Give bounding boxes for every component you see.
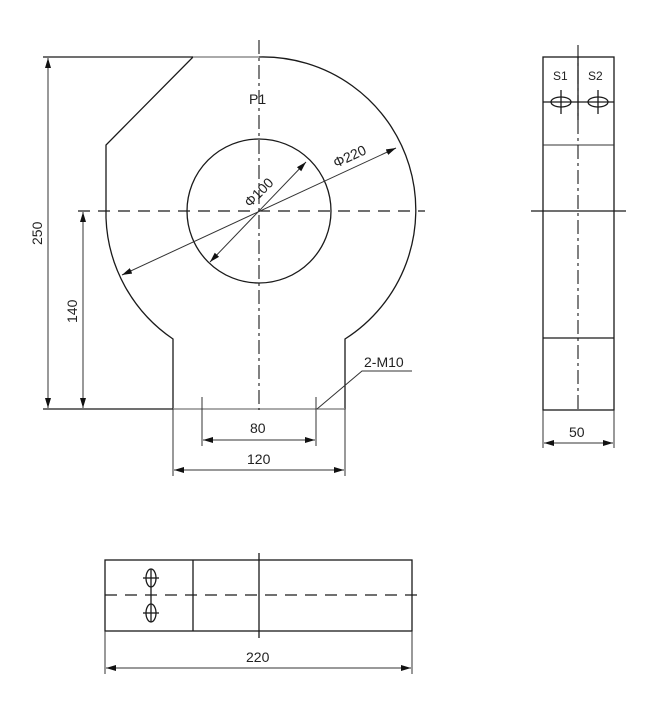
- outer-diameter-label: Φ220: [331, 142, 369, 171]
- dim-80-label: 80: [250, 420, 266, 436]
- terminal-s1-icon: [543, 90, 578, 114]
- terminal-s2-label: S2: [588, 69, 603, 83]
- front-outline: [105, 56, 417, 410]
- side-view: S1 S2 50: [531, 45, 626, 448]
- inner-diameter-leader: [209, 161, 307, 263]
- top-terminal-lower-icon: [143, 595, 159, 623]
- top-terminal-upper-icon: [143, 568, 159, 595]
- top-view: 220: [104, 553, 424, 674]
- dim-250-label: 250: [29, 221, 45, 245]
- dim-220-label: 220: [246, 649, 270, 665]
- dim-120-label: 120: [247, 451, 271, 467]
- terminal-s2-icon: [578, 90, 614, 114]
- dim-140-label: 140: [64, 299, 80, 323]
- terminal-s1-label: S1: [553, 69, 568, 83]
- front-view: Φ220 Φ100 P1 250 140 80 120 2-M10: [29, 40, 425, 476]
- dim-50-label: 50: [569, 424, 585, 440]
- inner-diameter-label: Φ100: [241, 174, 277, 210]
- thread-callout-label: 2-M10: [364, 354, 404, 370]
- p1-label: P1: [249, 91, 266, 107]
- thread-callout-leader: [316, 370, 412, 410]
